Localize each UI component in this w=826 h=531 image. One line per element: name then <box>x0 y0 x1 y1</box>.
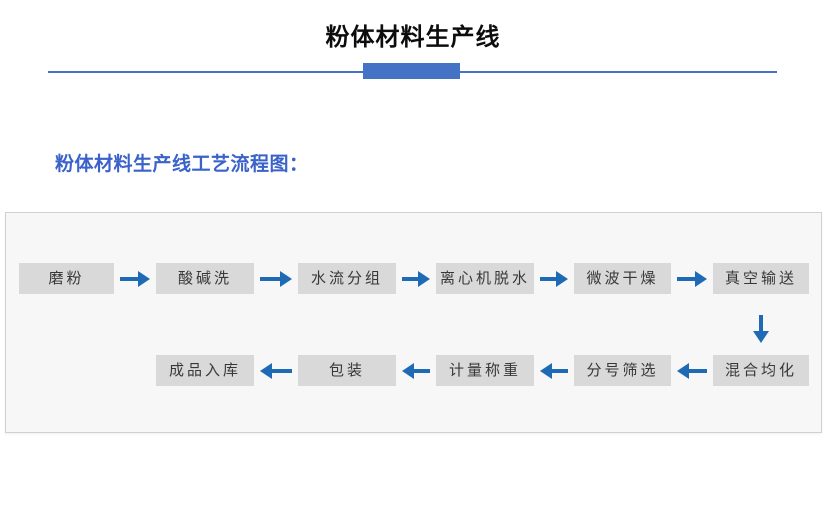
arrow-right-icon <box>677 270 707 287</box>
arrow-right-icon <box>260 270 292 287</box>
arrow-right-icon <box>540 270 568 287</box>
flow-step: 水流分组 <box>298 263 396 294</box>
flow-step: 离心机脱水 <box>436 263 534 294</box>
flow-step: 真空输送 <box>713 263 809 294</box>
arrow-left-icon <box>260 362 292 379</box>
flow-step: 包装 <box>298 355 396 386</box>
arrow-down-icon <box>753 315 769 343</box>
arrow-left-icon <box>540 362 568 379</box>
flow-step: 分号筛选 <box>574 355 671 386</box>
section-heading: 粉体材料生产线工艺流程图： <box>55 154 309 175</box>
flowchart-panel: 磨粉 酸碱洗 水流分组 离心机脱水 微波干燥 真空输送混合均化 分号筛选 计量称重 包装 成品入库 <box>5 212 822 433</box>
flow-step: 磨粉 <box>19 263 114 294</box>
divider-accent-bar <box>363 63 460 79</box>
flow-step: 微波干燥 <box>574 263 671 294</box>
arrow-left-icon <box>402 362 430 379</box>
arrow-right-icon <box>402 270 430 287</box>
arrow-left-icon <box>677 362 707 379</box>
page-title: 粉体材料生产线 <box>325 24 501 51</box>
flow-step: 计量称重 <box>436 355 534 386</box>
flow-step: 混合均化 <box>713 355 809 386</box>
flow-step: 酸碱洗 <box>156 263 254 294</box>
arrow-right-icon <box>120 270 150 287</box>
flow-step: 成品入库 <box>156 355 254 386</box>
